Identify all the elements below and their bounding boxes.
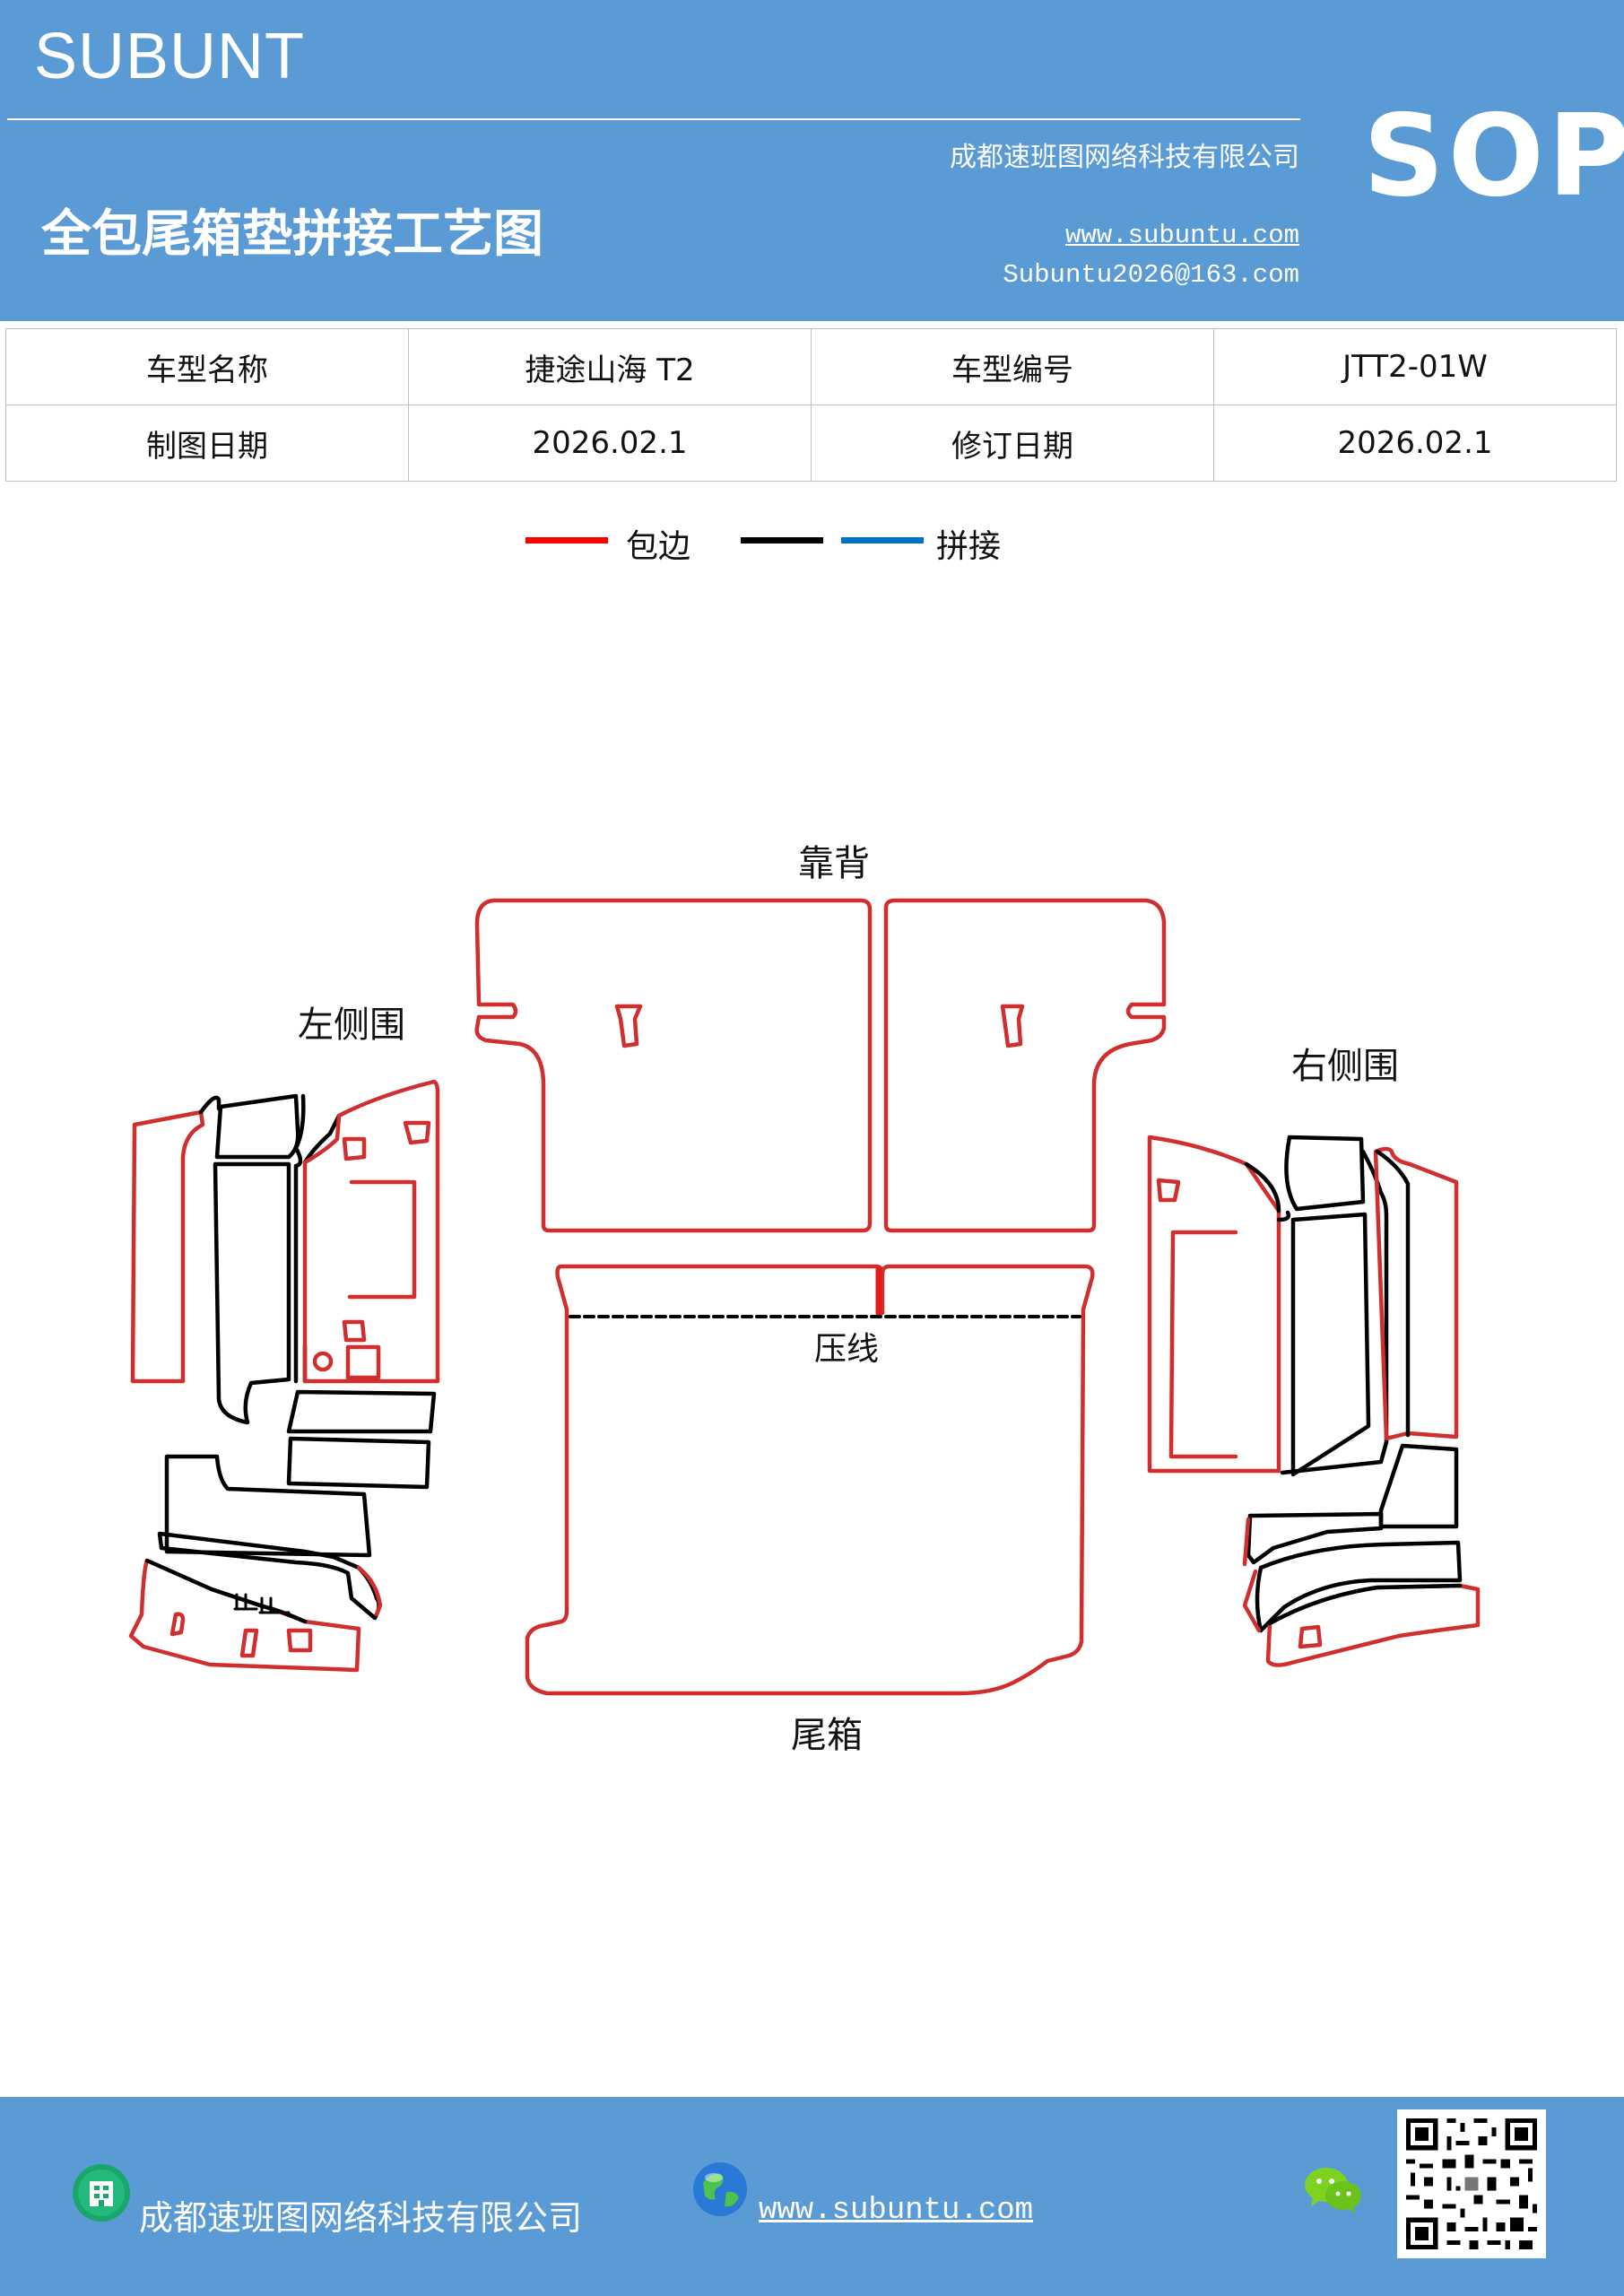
- left-side-hole: [239, 1628, 259, 1658]
- left-side-inner-piece: [213, 1161, 291, 1425]
- footer-company-name: 成都速班图网络科技有限公司: [139, 2198, 583, 2238]
- table-cell: 2026.02.1: [408, 404, 812, 482]
- right-side-tall-piece: [1290, 1212, 1371, 1477]
- header-banner: SUBUNT 成都速班图网络科技有限公司 全包尾箱垫拼接工艺图 www.subu…: [0, 0, 1624, 321]
- wechat-icon[interactable]: [1302, 2163, 1365, 2217]
- left-side-hole: [286, 1628, 313, 1653]
- right-side-inner-edge: [1280, 1149, 1389, 1475]
- legend-edge-label: 包边: [626, 528, 691, 565]
- right-side-sill-strip: [1255, 1540, 1463, 1633]
- label-backrest: 靠背: [798, 843, 870, 884]
- left-side-mid-seam: [302, 1113, 342, 1384]
- left-side-mark: [233, 1593, 291, 1614]
- left-side-tall-piece: [214, 1093, 300, 1160]
- left-side-floor-seam: [144, 1558, 308, 1624]
- left-side-panels: [128, 1079, 440, 1673]
- trunk-panel: [525, 1264, 1095, 1696]
- table-row: 车型名称 捷途山海 T2 车型编号 JTT2-01W: [5, 328, 1617, 405]
- left-side-cutout: [347, 1179, 417, 1300]
- backrest-panels: [474, 898, 1167, 1233]
- document-title: 全包尾箱垫拼接工艺图: [41, 205, 543, 264]
- right-side-cutout: [1168, 1230, 1238, 1459]
- legend-seam-black-swatch: [741, 537, 823, 544]
- legend-edge-swatch: [525, 537, 608, 544]
- table-row: 制图日期 2026.02.1 修订日期 2026.02.1: [5, 404, 1617, 482]
- left-side-hole: [403, 1120, 431, 1145]
- table-cell: JTT2-01W: [1213, 328, 1617, 405]
- left-side-strip: [130, 1109, 205, 1384]
- legend-seam-blue-swatch: [841, 537, 924, 544]
- right-side-lower-piece: [1378, 1443, 1459, 1529]
- table-cell: 修订日期: [811, 404, 1214, 482]
- footer-banner: 成都速班图网络科技有限公司 www.subuntu.com: [0, 2097, 1624, 2296]
- sop-badge: SOP: [1363, 90, 1624, 222]
- right-side-column-seam: [1244, 1161, 1291, 1222]
- brand-name: SUBUNT: [34, 21, 306, 92]
- right-side-outer-panel: [1147, 1135, 1281, 1474]
- trunk-mat-diagram: 靠背 左侧围 右侧围 压线 尾箱: [128, 843, 1481, 1756]
- left-side-strip-piece: [286, 1389, 437, 1434]
- right-side-hole: [1156, 1178, 1181, 1203]
- table-cell: 捷途山海 T2: [408, 328, 812, 405]
- vehicle-info-table: 车型名称 捷途山海 T2 车型编号 JTT2-01W 制图日期 2026.02.…: [5, 328, 1617, 482]
- right-side-strip-seam: [1375, 1149, 1411, 1438]
- right-side-upper-panel: [1373, 1146, 1459, 1441]
- right-side-strip-edge: [1242, 1517, 1251, 1567]
- backrest-right-panel: [883, 898, 1167, 1233]
- label-left-side: 左侧围: [298, 1004, 405, 1046]
- right-side-top-piece: [1284, 1135, 1366, 1212]
- right-side-hole: [1298, 1624, 1323, 1649]
- label-press-line: 压线: [814, 1331, 879, 1368]
- left-side-floor-piece: [128, 1558, 361, 1673]
- header-divider: [7, 118, 1300, 120]
- qr-code[interactable]: [1397, 2109, 1546, 2258]
- table-cell: 车型名称: [5, 328, 409, 405]
- table-cell: 制图日期: [5, 404, 409, 482]
- email-address: Subuntu2026@163.com: [1003, 260, 1299, 290]
- left-side-upper-panel: [302, 1079, 440, 1384]
- label-trunk: 尾箱: [791, 1715, 863, 1756]
- left-side-hole: [169, 1612, 186, 1637]
- table-cell: 2026.02.1: [1213, 404, 1617, 482]
- left-side-strip-piece: [286, 1436, 431, 1490]
- right-side-bottom-strip: [1246, 1511, 1384, 1565]
- legend-seam-label: 拼接: [936, 528, 1002, 565]
- right-side-floor-seam: [1267, 1583, 1463, 1626]
- legend: 包边 拼接: [0, 520, 1624, 574]
- globe-icon: [693, 2162, 747, 2216]
- right-side-panels: [1147, 1135, 1481, 1667]
- left-side-square-hole: [345, 1344, 381, 1380]
- trunk-outline: [525, 1264, 1095, 1696]
- backrest-left-panel: [474, 898, 873, 1233]
- left-side-round-hole: [312, 1351, 334, 1372]
- footer-website-link[interactable]: www.subuntu.com: [759, 2194, 1034, 2228]
- backrest-left-slot: [614, 1004, 643, 1048]
- company-name: 成都速班图网络科技有限公司: [950, 142, 1299, 173]
- left-side-hole: [342, 1319, 367, 1343]
- backrest-right-slot: [1000, 1004, 1025, 1048]
- label-right-side: 右侧围: [1291, 1046, 1399, 1087]
- left-side-column-divider: [293, 1093, 306, 1384]
- left-side-hole: [342, 1136, 367, 1161]
- left-side-bottom-piece: [164, 1454, 372, 1558]
- right-side-sill-edge: [1242, 1569, 1262, 1633]
- left-side-seam-edge: [198, 1095, 221, 1115]
- building-icon: [73, 2164, 130, 2222]
- table-cell: 车型编号: [811, 328, 1214, 405]
- website-link[interactable]: www.subuntu.com: [1064, 221, 1299, 250]
- left-side-corner-edge: [356, 1565, 383, 1617]
- left-side-sill-piece: [157, 1531, 381, 1621]
